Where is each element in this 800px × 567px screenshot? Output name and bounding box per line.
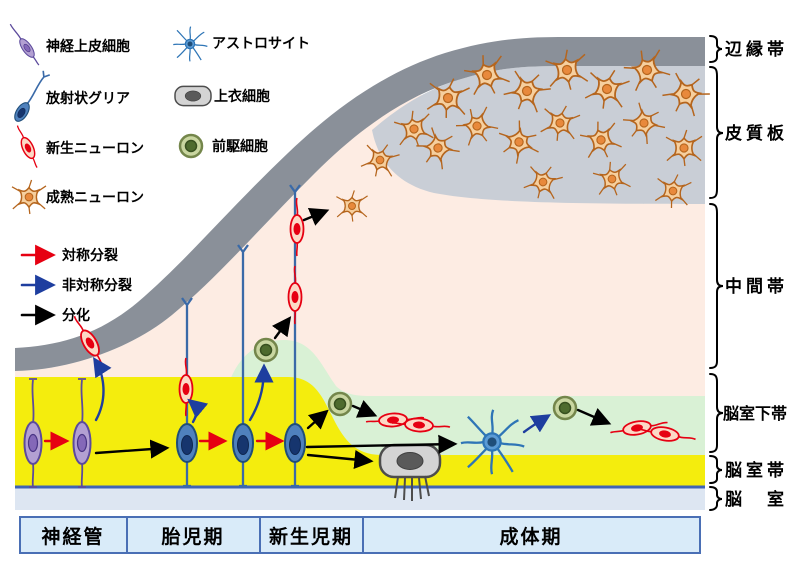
differentiation-arrow — [306, 409, 329, 430]
differentiation-arrow — [272, 316, 292, 340]
asymmetric-division-arrow — [187, 398, 209, 424]
asymmetric-division-arrow — [93, 356, 112, 422]
differentiation-arrow — [576, 407, 612, 426]
zone-subventricular — [224, 340, 705, 458]
zone-label-intermediate: 中間帯 — [725, 276, 788, 297]
zone-ventricle — [15, 486, 705, 510]
legend-label-neuroepithelial: 神経上皮細胞 — [46, 38, 130, 55]
timeline-stage-fetal: 胎児期 — [161, 525, 224, 548]
asymmetric-division-arrow — [522, 414, 552, 434]
zone-bracket-cortical-plate — [709, 66, 724, 199]
legend-icon-ependymal — [174, 85, 212, 107]
zone-bracket-marginal — [709, 35, 723, 63]
cilia — [394, 475, 430, 501]
legend-label-radial-glia: 放射状グリア — [45, 90, 130, 107]
progenitor-cell — [327, 391, 353, 417]
legend-icon-neuroepithelial — [9, 23, 40, 66]
zone-label-ventricular: 脳室帯 — [725, 460, 788, 481]
zone-label-subventricular: 脳室下帯 — [723, 404, 787, 423]
legend-label-mature-neuron: 成熟ニューロン — [46, 189, 144, 206]
asymmetric-division-arrow — [248, 363, 274, 422]
legend-label-astrocyte: アストロサイト — [212, 36, 310, 52]
legend: 神経上皮細胞 放射状グリア 新生ニューロン 成熟ニューロン アストロサイト 上衣… — [9, 23, 310, 326]
zone-label-cortical-plate: 皮質板 — [725, 123, 788, 144]
timeline-dividers — [126, 517, 364, 553]
zone-label-marginal: 辺縁帯 — [725, 39, 788, 60]
diagram-arrows — [43, 208, 612, 470]
legend-label-ependymal: 上衣細胞 — [214, 88, 270, 105]
zone-bracket-subventricular — [709, 373, 724, 453]
timeline-stage-adult: 成体期 — [499, 525, 562, 548]
legend-label-differentiation: 分化 — [62, 307, 90, 324]
legend-icon-progenitor — [178, 133, 204, 159]
legend-label-newborn-neuron: 新生ニューロン — [46, 140, 144, 157]
progenitor-cell — [253, 337, 279, 363]
timeline-stage-neural-tube: 神経管 — [41, 525, 104, 548]
legend-icon-mature-neuron — [11, 179, 47, 215]
differentiation-arrow — [302, 208, 330, 226]
zone-bracket-intermediate — [709, 203, 724, 369]
zone-bracket-ventricular — [709, 455, 723, 484]
zone-label-ventricle: 脳 室 — [725, 489, 788, 510]
differentiation-arrow — [306, 449, 374, 470]
timeline: 神経管 胎児期 新生児期 成体期 — [19, 516, 701, 554]
ependymal-cell — [378, 443, 442, 501]
legend-icon-newborn-neuron — [12, 122, 43, 171]
neuroepithelial-cell — [72, 378, 92, 488]
differentiation-arrow — [351, 400, 378, 418]
differentiation-arrow — [94, 439, 170, 459]
timeline-box — [19, 516, 701, 554]
legend-label-symmetric: 対称分裂 — [61, 247, 118, 264]
legend-icon-astrocyte — [172, 26, 208, 62]
legend-label-progenitor: 前駆細胞 — [212, 138, 268, 155]
zone-brackets — [709, 35, 724, 511]
zone-marginal-band — [15, 37, 705, 371]
legend-icon-radial-glia — [11, 70, 51, 125]
radial-glia-cell — [232, 244, 254, 488]
progenitor-cell — [552, 395, 578, 421]
timeline-stage-neonatal: 新生児期 — [269, 525, 353, 548]
zone-bracket-ventricle — [709, 486, 723, 511]
radial-glia-cell — [176, 297, 198, 488]
legend-label-asymmetric: 非対称分裂 — [62, 277, 132, 294]
neuroepithelial-cell — [23, 378, 43, 488]
differentiation-arrow — [305, 434, 458, 454]
